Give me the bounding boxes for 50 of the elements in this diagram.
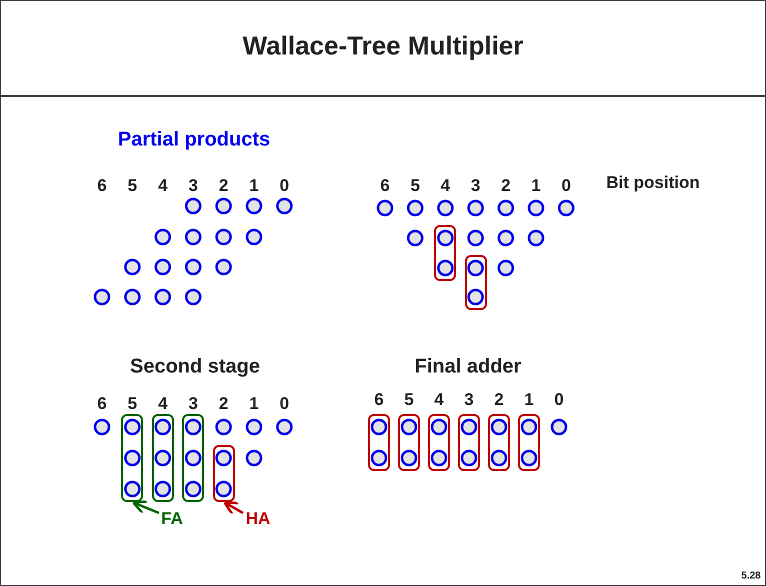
- page-number: 5.28: [741, 570, 761, 582]
- bit-index: 5: [128, 394, 138, 414]
- bit-index: 6: [374, 390, 384, 410]
- bit-index: 1: [531, 176, 541, 196]
- bit-group-frame: [182, 414, 204, 502]
- bit-index: 1: [249, 394, 259, 414]
- bit-group-frame: [398, 414, 420, 471]
- slide-title: Wallace-Tree Multiplier: [242, 30, 524, 62]
- bit-group-frame: [152, 414, 174, 502]
- axis-caption: Bit position: [606, 173, 700, 193]
- leader-arrow: [132, 500, 160, 514]
- panel-heading: Final adder: [414, 356, 522, 378]
- bit-group-frame: [368, 414, 390, 471]
- bit-group-frame: [458, 414, 480, 471]
- bit-group-frame: [464, 255, 487, 310]
- bit-index: 4: [434, 390, 444, 410]
- panel-heading: Second stage: [130, 356, 260, 378]
- bit-index: 2: [218, 394, 228, 414]
- adder-type-label: HA: [244, 509, 272, 529]
- bit-index: 4: [158, 176, 168, 196]
- bit-group-frame: [434, 225, 456, 281]
- bit-index: 5: [128, 176, 138, 196]
- bit-index: 2: [218, 176, 228, 196]
- bit-group-frame: [121, 414, 144, 502]
- leader-arrow: [223, 501, 244, 516]
- bit-index: 3: [188, 394, 198, 414]
- bit-index: 1: [524, 390, 534, 410]
- bit-index: 5: [404, 390, 414, 410]
- bit-index: 6: [97, 176, 107, 196]
- bit-index: 6: [97, 394, 107, 414]
- bit-index: 5: [410, 176, 420, 196]
- bit-index: 4: [158, 394, 168, 414]
- bit-index: 3: [470, 176, 480, 196]
- panel-heading: Partial products: [118, 128, 270, 152]
- bit-index: 3: [188, 176, 198, 196]
- bit-index: 2: [494, 390, 504, 410]
- bit-group-frame: [488, 414, 510, 471]
- bit-index: 3: [464, 390, 474, 410]
- bit-index: 0: [280, 394, 290, 414]
- bit-group-frame: [212, 445, 235, 502]
- bit-index: 6: [380, 176, 390, 196]
- bit-index: 1: [249, 176, 259, 196]
- bit-index: 2: [501, 176, 511, 196]
- bit-index: 0: [280, 176, 290, 196]
- bit-index: 0: [561, 176, 571, 196]
- bit-index: 0: [554, 390, 564, 410]
- bit-group-frame: [518, 414, 540, 471]
- adder-type-label: FA: [160, 509, 184, 529]
- bit-group-frame: [428, 414, 450, 471]
- bit-index: 4: [440, 176, 450, 196]
